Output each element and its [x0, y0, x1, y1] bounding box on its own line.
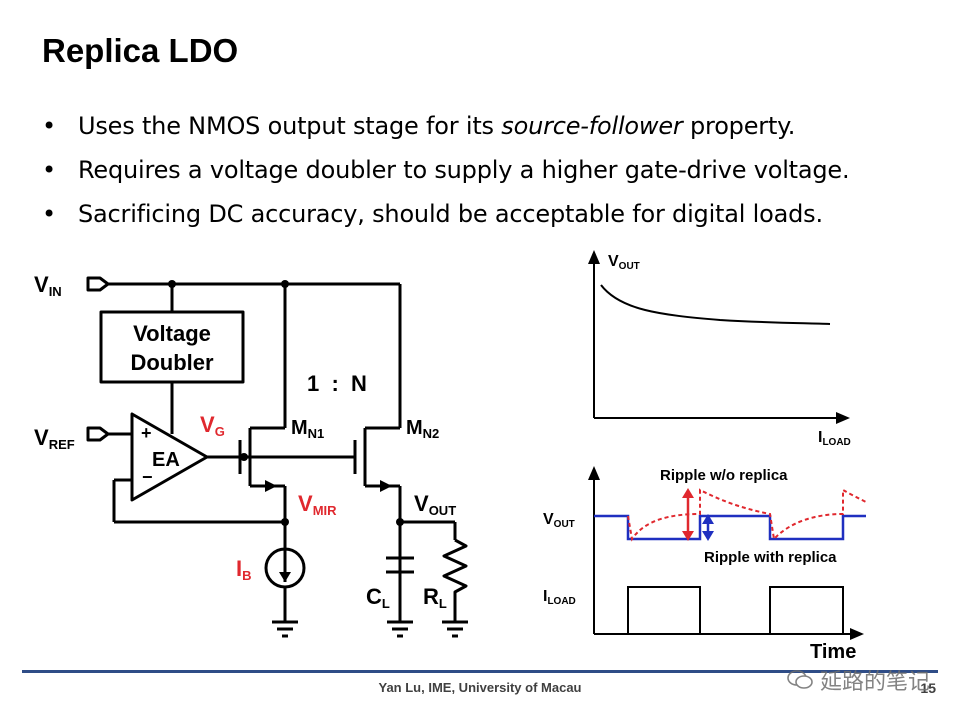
load-resistor — [442, 538, 468, 622]
ripple-without-label: Ripple w/o replica — [660, 467, 788, 484]
ground-symbol — [272, 620, 298, 638]
mn1-label: MN1 — [291, 417, 324, 441]
slide-title: Replica LDO — [42, 32, 239, 69]
watermark-text: 延路的笔记 — [819, 670, 930, 695]
doubler-label-line2: Doubler — [130, 350, 214, 375]
vin-label: VIN — [34, 272, 62, 299]
mn1-arrow — [265, 480, 277, 492]
bullet-item: •Sacrificing DC accuracy, should be acce… — [42, 200, 823, 228]
mn2-arrow — [380, 480, 392, 492]
vout-without-replica — [627, 488, 867, 542]
ground-symbol — [387, 620, 413, 638]
vout-with-replica — [594, 514, 866, 541]
plot2-iload-label: ILOAD — [543, 588, 576, 607]
vout-vs-iload-plot: VOUT ILOAD — [588, 250, 851, 448]
plot2-time-label: Time — [810, 641, 856, 663]
doubler-label-line1: Voltage — [133, 321, 211, 346]
watermark: 延路的笔记 — [786, 664, 930, 696]
transient-plot: Ripple w/o replica Ripple with replica V… — [543, 466, 867, 663]
error-amplifier — [130, 412, 209, 502]
bullet-list: •Uses the NMOS output stage for its sour… — [42, 104, 850, 236]
iload-pulses — [594, 586, 844, 635]
vg-label: VG — [200, 412, 225, 439]
plot1-ylabel: VOUT — [608, 253, 640, 272]
vin-terminal — [86, 276, 110, 292]
bullet-item: •Uses the NMOS output stage for its sour… — [42, 112, 796, 140]
ib-label: IB — [236, 556, 252, 583]
plot2-vout-label: VOUT — [543, 511, 575, 530]
cl-label: CL — [366, 584, 390, 611]
wechat-icon — [787, 670, 813, 689]
vout-schematic-label: VOUT — [414, 491, 456, 518]
vref-terminal — [86, 426, 110, 442]
rl-label: RL — [423, 584, 447, 611]
footer-divider — [22, 670, 938, 673]
vref-label: VREF — [34, 425, 75, 452]
bullet-item: •Requires a voltage doubler to supply a … — [42, 156, 850, 184]
ground-symbol — [442, 620, 468, 638]
plot1-xlabel: ILOAD — [818, 429, 851, 448]
vmir-label: VMIR — [298, 491, 337, 518]
mn2-label: MN2 — [406, 417, 439, 441]
vout-curve — [600, 284, 831, 325]
page-number: 15 — [920, 680, 936, 696]
footer-text: Yan Lu, IME, University of Macau — [378, 680, 582, 695]
ripple-with-label: Ripple with replica — [704, 549, 837, 566]
ea-plus-label: + — [141, 423, 152, 443]
ea-minus-label: − — [142, 467, 153, 487]
ea-label: EA — [152, 449, 180, 471]
ratio-label: 1 : N — [307, 371, 367, 396]
